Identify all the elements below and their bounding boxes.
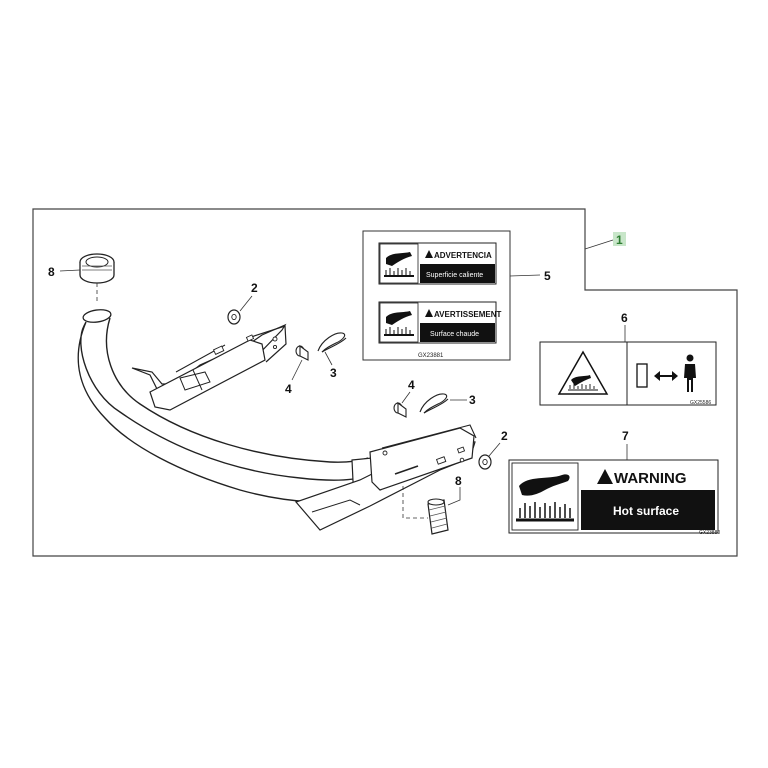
assembly-ref-number[interactable]: 1 [616, 233, 623, 247]
decal-fr-body: Surface chaude [430, 331, 479, 338]
leader-5 [509, 274, 541, 277]
left-bracket[interactable] [131, 323, 287, 411]
leader-4b [401, 391, 411, 404]
hot-hand-icon [384, 252, 414, 277]
callout-3-right[interactable]: 3 [469, 393, 476, 407]
person-icon [684, 354, 696, 392]
warning-triangle-icon [557, 350, 609, 395]
pin-right[interactable] [393, 401, 407, 418]
double-arrow-icon [654, 371, 678, 381]
leader-8b [447, 487, 461, 506]
decal-set-code: GX23881 [418, 353, 444, 359]
keep-away-icon [636, 363, 648, 388]
callout-8-bottom[interactable]: 8 [455, 474, 462, 488]
diagram-frame [32, 208, 738, 557]
warning-triangle-icon [425, 309, 433, 317]
callout-4-right[interactable]: 4 [408, 378, 415, 392]
leader-4a [291, 359, 303, 381]
leader-2a [239, 295, 253, 312]
callout-2-left[interactable]: 2 [251, 281, 258, 295]
washer-right[interactable] [478, 454, 492, 470]
callout-3-left[interactable]: 3 [330, 366, 337, 380]
warning-triangle-icon [597, 469, 613, 484]
decal-7-code: GX23880 [699, 530, 720, 536]
clip-right[interactable] [419, 393, 449, 414]
assembly-ref-badge[interactable] [613, 232, 626, 246]
decal-6-code: GX25586 [690, 400, 711, 406]
leader-8b-dash [402, 486, 428, 519]
right-bracket[interactable] [294, 424, 477, 531]
decal-fr-title: AVERTISSEMENT [434, 310, 502, 319]
hot-hand-icon [384, 311, 414, 336]
clip-left[interactable] [317, 332, 347, 353]
leader-1 [584, 239, 614, 250]
grommet-bottom[interactable] [427, 498, 449, 535]
hot-hand-icon [516, 474, 574, 522]
callout-8-top[interactable]: 8 [48, 265, 55, 279]
leader-2b [488, 442, 501, 457]
decal-es-body: Superficie caliente [426, 272, 483, 279]
grommet-top[interactable] [79, 253, 115, 284]
decal-7-title: WARNING [614, 470, 687, 487]
callout-4-left[interactable]: 4 [285, 382, 292, 396]
leader-8a [59, 269, 81, 272]
callout-2-right[interactable]: 2 [501, 429, 508, 443]
callout-7[interactable]: 7 [622, 429, 629, 443]
leader-3a [324, 351, 333, 366]
callout-6[interactable]: 6 [621, 311, 628, 325]
decal-es-title: ADVERTENCIA [434, 251, 492, 260]
pin-left[interactable] [295, 344, 309, 361]
warning-triangle-icon [425, 250, 433, 258]
decal-7-body: Hot surface [613, 504, 679, 518]
washer-left[interactable] [227, 309, 241, 325]
callout-5[interactable]: 5 [544, 269, 551, 283]
